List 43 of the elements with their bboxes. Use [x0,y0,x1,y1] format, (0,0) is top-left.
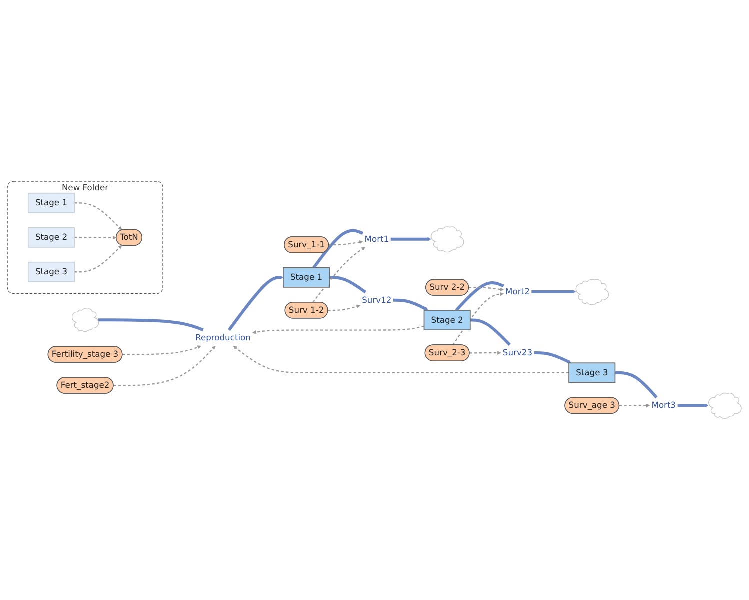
dependency-arrow [74,236,117,240]
dependency-arrow [619,404,650,408]
flow-label: Surv12 [362,295,392,306]
flow-label: Mort1 [364,234,390,244]
cloud-icon [576,279,610,306]
dependency-arrow [233,346,570,374]
dependency-arrow [114,346,216,386]
ghost-stock-box: Stage 3 [28,262,75,282]
dependency-arrow [328,240,364,246]
ghost-stock-box: Stage 2 [28,227,75,248]
dependency-arrow [74,202,122,230]
variable-ellipse: Fertility_stage 3 [48,346,123,363]
cloud-icon [708,392,742,419]
ghost-stock-box: Stage 1 [28,192,75,214]
dependency-arrow [468,287,504,292]
dependency-arrow [312,247,366,303]
stock-box: Stage 2 [424,310,471,330]
flow-arrow [534,351,572,364]
variable-ellipse: Surv_age 3 [564,397,620,414]
cloud-icon [72,308,100,332]
flow-label: Mort3 [652,400,676,410]
dependency-arrow [252,326,424,334]
flow-arrow [678,404,709,408]
flow-arrow [393,298,429,311]
dependency-arrow [122,346,202,356]
flow-arrow [532,290,576,294]
dependency-arrow [328,304,361,312]
dependency-arrow [470,351,502,355]
stock-box: Stage 3 [568,362,616,384]
flow-label: Surv23 [502,348,533,358]
variable-ellipse: Surv_2-3 [424,344,470,362]
flow-label: Mort2 [506,286,530,297]
stock-box: Stage 1 [283,267,330,288]
variable-ellipse: Fert_stage2 [56,377,114,394]
dependency-arrow [452,292,504,346]
flow-label: Reproduction [196,333,251,343]
variable-ellipse: Surv_1-1 [284,236,330,254]
flow-arrow [228,276,284,332]
variable-ellipse: Surv 2-2 [426,279,470,296]
cloud-icon [431,226,464,253]
flow-arrow [390,237,432,242]
variable-ellipse: Surv 1-2 [284,302,328,319]
dependency-arrow [74,245,122,273]
